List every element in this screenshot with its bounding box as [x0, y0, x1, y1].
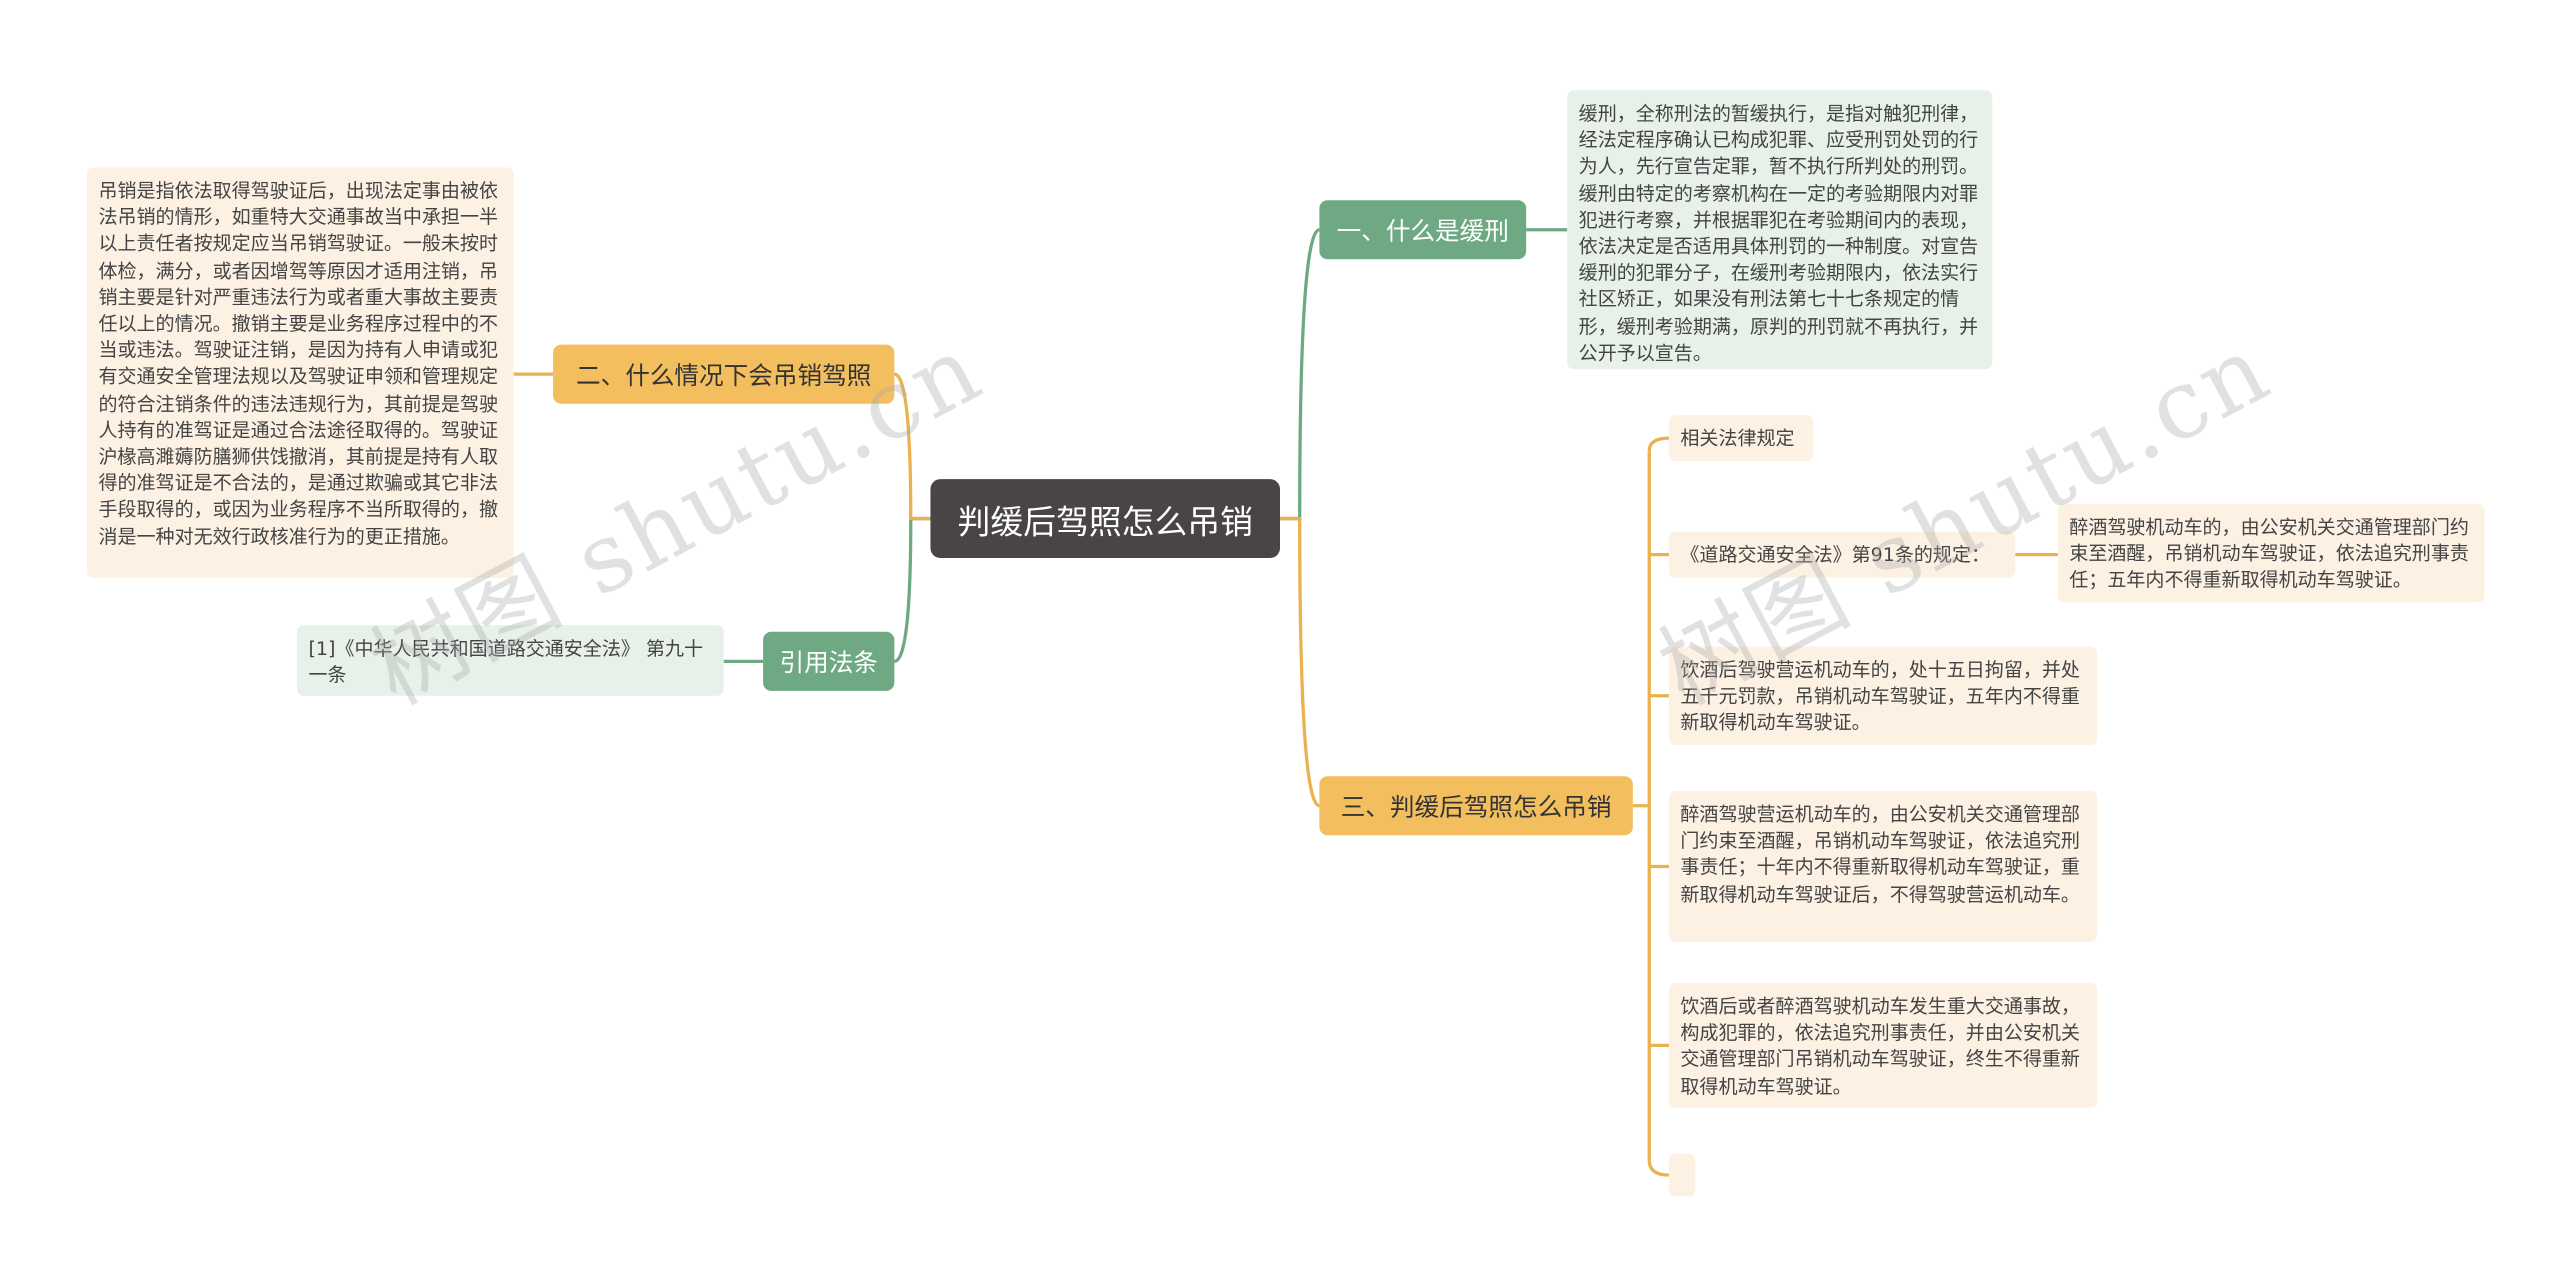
note-when-license-revoked[interactable]: 吊销是指依法取得驾驶证后，出现法定事由被依法吊销的情形，如重特大交通事故当中承担… [86, 167, 514, 578]
root-topic-label: 判缓后驾照怎么吊销 [957, 501, 1253, 541]
note-what-is-probation[interactable]: 缓刑，全称刑法的暂缓执行，是指对触犯刑律，经法定程序确认已构成犯罪、应受刑罚处罚… [1567, 90, 1993, 370]
item-text: 《道路交通安全法》第91条的规定： [1680, 543, 1991, 567]
root-topic[interactable]: 判缓后驾照怎么吊销 [930, 479, 1281, 558]
note-text: 缓刑，全称刑法的暂缓执行，是指对触犯刑律，经法定程序确认已构成犯罪、应受刑罚处罚… [1578, 101, 1979, 365]
connector-root-b3 [1280, 516, 1320, 808]
connector-root-b2 [893, 372, 931, 521]
branch-label: 引用法条 [779, 647, 878, 677]
note-cited-law[interactable]: [1]《中华人民共和国道路交通安全法》 第九十一条 [297, 625, 724, 696]
branch-when-license-revoked[interactable]: 二、什么情况下会吊销驾照 [553, 344, 895, 404]
branch-label: 三、判缓后驾照怎么吊销 [1340, 791, 1612, 822]
item-drinking-commercial[interactable]: 饮酒后驾驶营运机动车的，处十五日拘留，并处五千元罚款，吊销机动车驾驶证，五年内不… [1668, 646, 2098, 746]
item-serious-accident[interactable]: 饮酒后或者醉酒驾驶机动车发生重大交通事故，构成犯罪的，依法追究刑事责任，并由公安… [1668, 982, 2098, 1108]
connector-root-b1 [1280, 228, 1320, 521]
item-empty[interactable] [1668, 1153, 1696, 1197]
item-text: 饮酒后或者醉酒驾驶机动车发生重大交通事故，构成犯罪的，依法追究刑事责任，并由公安… [1680, 994, 2080, 1098]
connector-b3-trunk [1632, 451, 1651, 1161]
connector-b3-item5 [1647, 1160, 1669, 1177]
branch-label: 一、什么是缓刑 [1336, 215, 1509, 246]
item-text: 相关法律规定 [1680, 426, 1795, 450]
branch-how-license-revoked[interactable]: 三、判缓后驾照怎么吊销 [1319, 776, 1633, 836]
branch-what-is-probation[interactable]: 一、什么是缓刑 [1319, 200, 1527, 260]
connector-root-b4 [893, 516, 931, 663]
connector-b3-item0 [1647, 436, 1669, 452]
subnote-text: 醉酒驾驶机动车的，由公安机关交通管理部门约束至酒醒，吊销机动车驾驶证，依法追究刑… [2069, 515, 2469, 592]
item-related-laws[interactable]: 相关法律规定 [1668, 415, 1814, 462]
subnote-drunk-driving[interactable]: 醉酒驾驶机动车的，由公安机关交通管理部门约束至酒醒，吊销机动车驾驶证，依法追究刑… [2057, 503, 2485, 603]
note-text: 吊销是指依法取得驾驶证后，出现法定事由被依法吊销的情形，如重特大交通事故当中承担… [98, 178, 499, 548]
note-text: [1]《中华人民共和国道路交通安全法》 第九十一条 [308, 636, 704, 687]
branch-label: 二、什么情况下会吊销驾照 [575, 360, 872, 390]
item-text: 醉酒驾驶营运机动车的，由公安机关交通管理部门约束至酒醒，吊销机动车驾驶证，依法追… [1680, 802, 2080, 906]
item-article-91[interactable]: 《道路交通安全法》第91条的规定： [1668, 531, 2016, 578]
item-drunk-commercial[interactable]: 醉酒驾驶营运机动车的，由公安机关交通管理部门约束至酒醒，吊销机动车驾驶证，依法追… [1668, 790, 2098, 942]
item-text: 饮酒后驾驶营运机动车的，处十五日拘留，并处五千元罚款，吊销机动车驾驶证，五年内不… [1680, 658, 2080, 735]
branch-cited-law[interactable]: 引用法条 [763, 631, 895, 691]
